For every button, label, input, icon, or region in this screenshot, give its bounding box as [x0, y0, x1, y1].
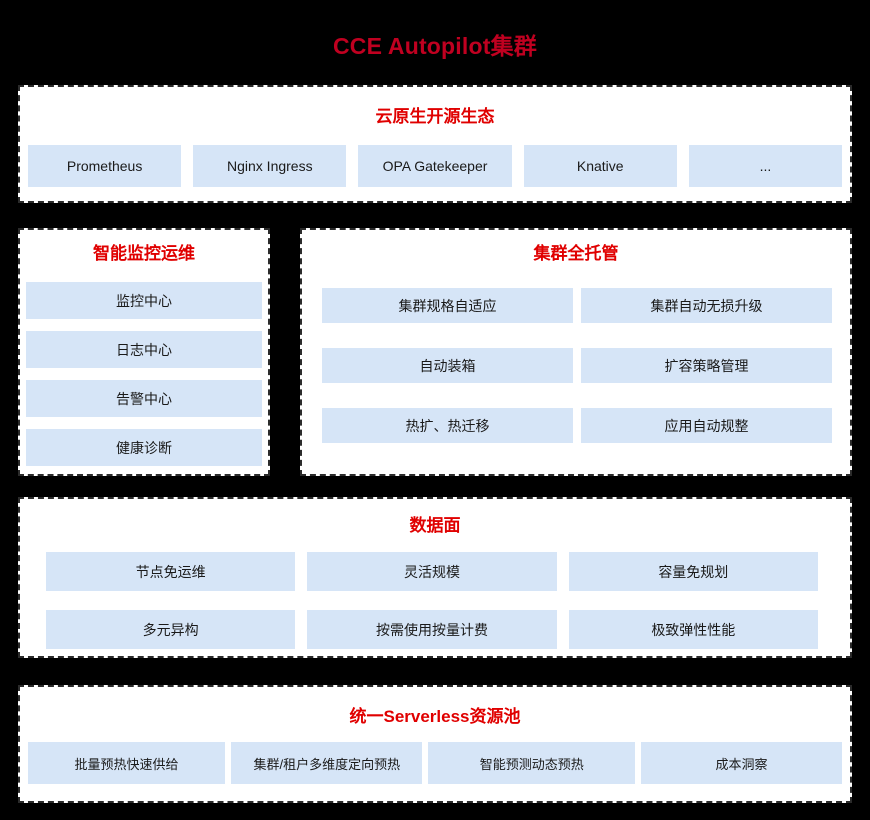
panel-title-dataplane: 数据面 [409, 516, 461, 535]
tile-scaling-policy-management[interactable]: 扩容策略管理 [581, 348, 832, 383]
tile-grid-managed: 集群规格自适应 集群自动无损升级 自动装箱 扩容策略管理 热扩、热迁移 应用自动… [322, 288, 832, 443]
panel-data-plane: 数据面 节点免运维 灵活规模 容量免规划 多元异构 按需使用按量计费 极致弹性性… [18, 497, 852, 658]
panel-fully-managed-cluster: 集群全托管 集群规格自适应 集群自动无损升级 自动装箱 扩容策略管理 热扩、热迁… [300, 228, 852, 476]
tile-flexible-scale[interactable]: 灵活规模 [307, 552, 557, 591]
tile-alarm-center[interactable]: 告警中心 [26, 380, 262, 417]
panel-intelligent-monitoring: 智能监控运维 监控中心 日志中心 告警中心 健康诊断 [18, 228, 270, 476]
tile-batch-prewarm-fast-supply[interactable]: 批量预热快速供给 [28, 742, 226, 784]
tile-column-monitoring: 监控中心 日志中心 告警中心 健康诊断 [26, 282, 262, 466]
tile-pay-as-you-go[interactable]: 按需使用按量计费 [307, 610, 557, 649]
tile-node-maintenance-free[interactable]: 节点免运维 [46, 552, 296, 591]
tile-capacity-planning-free[interactable]: 容量免规划 [568, 552, 818, 591]
tile-health-diagnosis[interactable]: 健康诊断 [26, 429, 262, 466]
tile-intelligent-predictive-prewarm[interactable]: 智能预测动态预热 [428, 742, 636, 784]
panel-title-ecosystem: 云原生开源生态 [375, 107, 495, 126]
tile-prometheus[interactable]: Prometheus [28, 145, 182, 187]
tile-row-ecosystem: Prometheus Nginx Ingress OPA Gatekeeper … [28, 145, 843, 187]
tile-cluster-spec-adaptive[interactable]: 集群规格自适应 [322, 288, 573, 323]
tile-heterogeneous-compute[interactable]: 多元异构 [46, 610, 296, 649]
panel-cloud-native-ecosystem: 云原生开源生态 Prometheus Nginx Ingress OPA Gat… [18, 85, 852, 203]
tile-knative[interactable]: Knative [523, 145, 677, 187]
panel-unified-serverless-resource-pool: 统一Serverless资源池 批量预热快速供给 集群/租户多维度定向预热 智能… [18, 685, 852, 803]
tile-extreme-elastic-performance[interactable]: 极致弹性性能 [568, 610, 818, 649]
tile-nginx-ingress[interactable]: Nginx Ingress [193, 145, 347, 187]
page-title: CCE Autopilot集群 [332, 33, 537, 59]
tile-cluster-auto-lossless-upgrade[interactable]: 集群自动无损升级 [581, 288, 832, 323]
tile-cost-insight[interactable]: 成本洞察 [641, 742, 842, 784]
panel-title-managed: 集群全托管 [533, 244, 619, 263]
tile-hot-scale-hot-migration[interactable]: 热扩、热迁移 [322, 408, 573, 443]
panel-title-pool: 统一Serverless资源池 [349, 707, 521, 726]
tile-ellipsis[interactable]: ... [688, 145, 843, 187]
tile-log-center[interactable]: 日志中心 [26, 331, 262, 368]
tile-auto-binpacking[interactable]: 自动装箱 [322, 348, 573, 383]
tile-monitoring-center[interactable]: 监控中心 [26, 282, 262, 319]
tile-grid-dataplane: 节点免运维 灵活规模 容量免规划 多元异构 按需使用按量计费 极致弹性性能 [46, 552, 818, 649]
panel-title-monitoring: 智能监控运维 [93, 244, 195, 263]
tile-row-pool: 批量预热快速供给 集群/租户多维度定向预热 智能预测动态预热 成本洞察 [28, 742, 842, 784]
tile-opa-gatekeeper[interactable]: OPA Gatekeeper [358, 145, 512, 187]
tile-application-auto-rightsizing[interactable]: 应用自动规整 [581, 408, 832, 443]
tile-cluster-tenant-targeted-prewarm[interactable]: 集群/租户多维度定向预热 [231, 742, 423, 784]
